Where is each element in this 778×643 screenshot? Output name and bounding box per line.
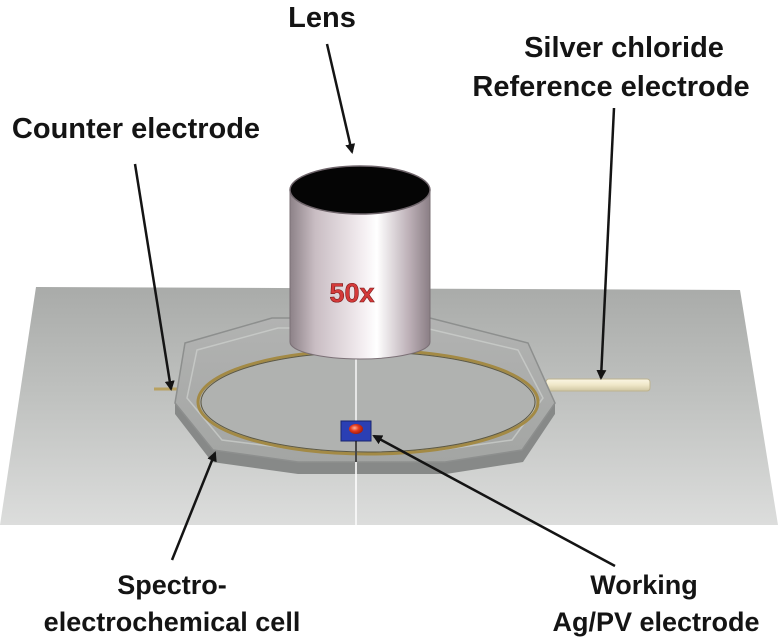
arrow-lens xyxy=(325,43,356,154)
label-working-line1: Working xyxy=(590,570,698,600)
label-working-line2: Ag/PV electrode xyxy=(552,607,759,637)
arrow-cell xyxy=(170,451,217,561)
label-reference-line1: Silver chloride xyxy=(524,32,724,64)
lens-magnification: 50x xyxy=(329,278,374,308)
label-counter-electrode: Counter electrode xyxy=(12,113,260,145)
arrow-counter-electrode xyxy=(133,163,175,391)
label-reference-line2: Reference electrode xyxy=(472,71,749,103)
lens-aperture xyxy=(289,165,431,215)
reference-electrode-rod xyxy=(545,378,651,392)
lens-cylinder: 50x xyxy=(289,165,431,360)
arrow-working-electrode xyxy=(372,434,616,568)
working-electrode xyxy=(340,420,372,462)
label-lens: Lens xyxy=(288,2,356,34)
arrow-reference-electrode xyxy=(596,107,616,380)
label-cell-line1: Spectro- xyxy=(117,570,227,600)
working-electrode-spot xyxy=(349,424,363,434)
label-cell-line2: electrochemical cell xyxy=(44,607,301,637)
